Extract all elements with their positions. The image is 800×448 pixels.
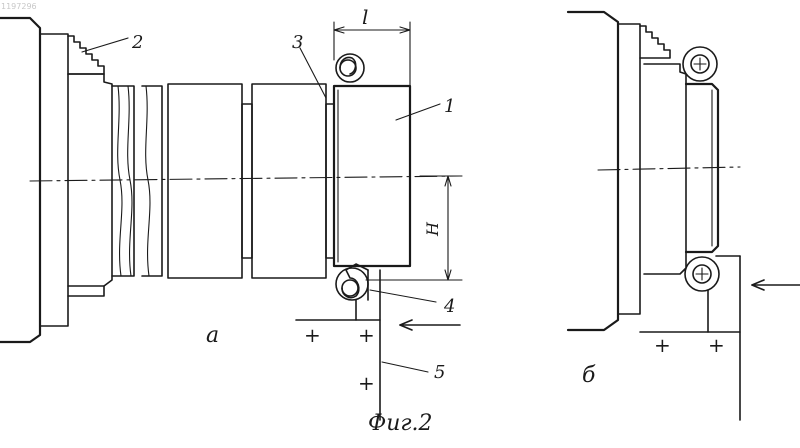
dim-h-label: H (423, 221, 442, 237)
plus-mark-b-1: + (654, 333, 671, 357)
plus-mark-a-1: + (304, 323, 321, 347)
chuck-jaw-steps-b (640, 26, 670, 58)
part-number-5: 5 (434, 362, 445, 383)
blank-machined (334, 86, 410, 266)
view-a: l H 1 2 3 4 5 + + + а (0, 5, 462, 420)
break-line-1 (118, 86, 122, 276)
leader-5 (382, 362, 428, 372)
plus-mark-a-2: + (358, 323, 375, 347)
leader-3 (300, 48, 326, 98)
plus-mark-b-2: + (708, 333, 725, 357)
chuck-jaw-steps (68, 36, 104, 74)
view-b: + + б (568, 12, 800, 420)
plus-mark-a-3: + (358, 371, 375, 395)
part-number-4: 4 (443, 296, 455, 317)
workpiece-segment-2 (142, 86, 162, 276)
chuck-flange (40, 34, 68, 326)
dim-l-label: l (362, 5, 368, 29)
figure-caption: Фuг.2 (368, 411, 433, 436)
part-number-1: 1 (444, 96, 455, 117)
leader-2 (82, 38, 128, 52)
leader-1 (396, 104, 440, 120)
view-b-label: б (582, 363, 596, 388)
blank-1 (168, 84, 242, 278)
view-a-label: а (206, 323, 219, 348)
spacer-1 (242, 104, 252, 258)
part-number-3: 3 (292, 32, 303, 53)
chuck-jaw-lower (68, 286, 104, 296)
break-line-3 (146, 86, 150, 276)
spacer-2 (326, 104, 334, 258)
part-number-2: 2 (131, 32, 143, 53)
break-line-2 (128, 86, 132, 276)
blank-2 (252, 84, 326, 278)
document-number: 1197296 (1, 2, 37, 11)
chuck-body-b (568, 12, 618, 330)
chuck-body (0, 18, 40, 342)
center-line-a (30, 176, 460, 181)
